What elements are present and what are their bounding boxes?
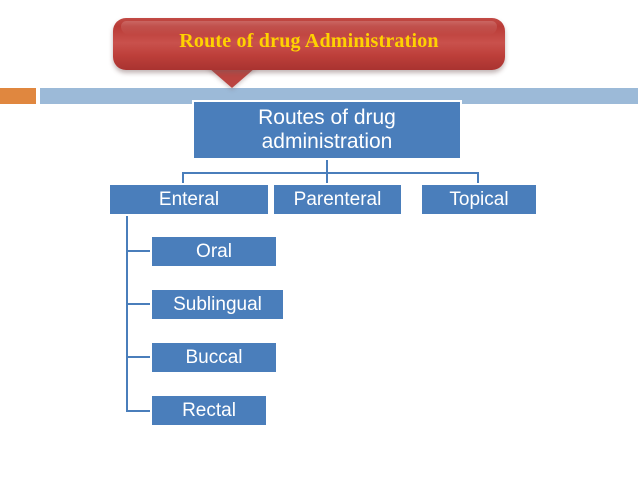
node-root: Routes of drug administration: [192, 100, 462, 160]
node-parenteral: Parenteral: [272, 183, 403, 216]
node-sublingual-label: Sublingual: [173, 293, 262, 315]
node-enteral-label: Enteral: [158, 188, 220, 210]
node-topical-label: Topical: [449, 188, 509, 210]
node-root-label: Routes of drug administration: [258, 106, 396, 153]
node-rectal: Rectal: [150, 394, 268, 427]
title-banner: Route of drug Administration: [113, 18, 505, 70]
node-rectal-label: Rectal: [182, 399, 236, 421]
connector-stub-sublingual: [126, 303, 151, 305]
page-title: Route of drug Administration: [179, 30, 439, 52]
node-oral-label: Oral: [196, 240, 232, 262]
accent-bar-orange: [0, 88, 36, 104]
connector-drop-parenteral: [326, 172, 328, 184]
accent-bar-blue: [40, 88, 638, 104]
node-buccal: Buccal: [150, 341, 278, 374]
node-buccal-label: Buccal: [185, 346, 243, 368]
node-oral: Oral: [150, 235, 278, 268]
node-topical: Topical: [420, 183, 538, 216]
connector-stub-buccal: [126, 356, 151, 358]
connector-root-stem: [326, 160, 328, 173]
node-sublingual: Sublingual: [150, 288, 285, 321]
connector-level3-spine: [126, 215, 128, 412]
connector-stub-rectal: [126, 410, 151, 412]
connector-drop-enteral: [182, 172, 184, 184]
connector-level2-bar: [182, 172, 479, 174]
node-enteral: Enteral: [108, 183, 270, 216]
node-parenteral-label: Parenteral: [293, 188, 382, 210]
connector-stub-oral: [126, 250, 151, 252]
connector-drop-topical: [477, 172, 479, 184]
